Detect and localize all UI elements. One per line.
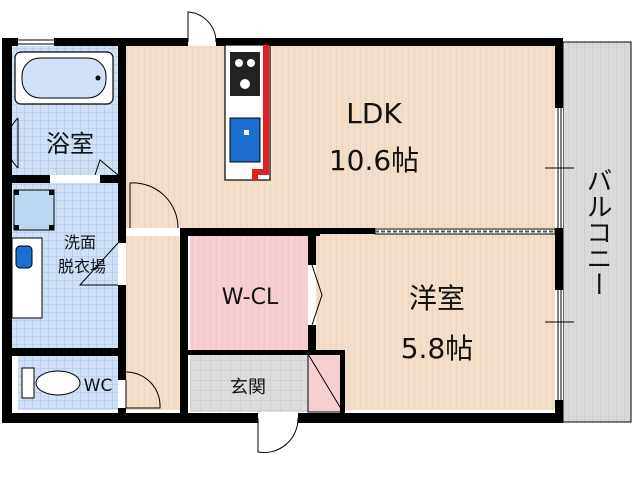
hallway-floor xyxy=(125,230,183,410)
balcony-label: バルコニー xyxy=(582,167,612,297)
washroom-label-line2: 脱衣場 xyxy=(58,257,106,276)
ldk-size-label: 10.6帖 xyxy=(329,144,419,177)
vanity-icon xyxy=(11,237,43,319)
toilet-icon xyxy=(21,367,81,399)
washing-machine-pan-icon xyxy=(13,189,55,231)
wcl-floor xyxy=(190,236,308,354)
balcony-floor xyxy=(562,41,632,423)
entrance-label: 玄関 xyxy=(230,377,266,398)
kitchen-counter xyxy=(224,44,271,181)
washroom-label-line1: 洗面 xyxy=(64,233,96,252)
door-swings xyxy=(78,11,323,454)
bath-wall-curve xyxy=(6,117,19,169)
western-room-label: 洋室 xyxy=(409,282,465,315)
western-room-size-label: 5.8帖 xyxy=(401,332,474,365)
bathtub-icon xyxy=(14,51,114,105)
western-room-floor xyxy=(315,230,555,410)
toilet-label: WC xyxy=(84,376,113,396)
entrance-floor xyxy=(190,354,308,412)
sliding-partition xyxy=(374,228,556,235)
ldk-floor xyxy=(125,45,555,230)
window-lines xyxy=(18,39,574,400)
bath-label: 浴室 xyxy=(46,130,94,158)
ldk-label: LDK xyxy=(346,97,402,130)
wcl-label: W-CL xyxy=(222,285,279,310)
